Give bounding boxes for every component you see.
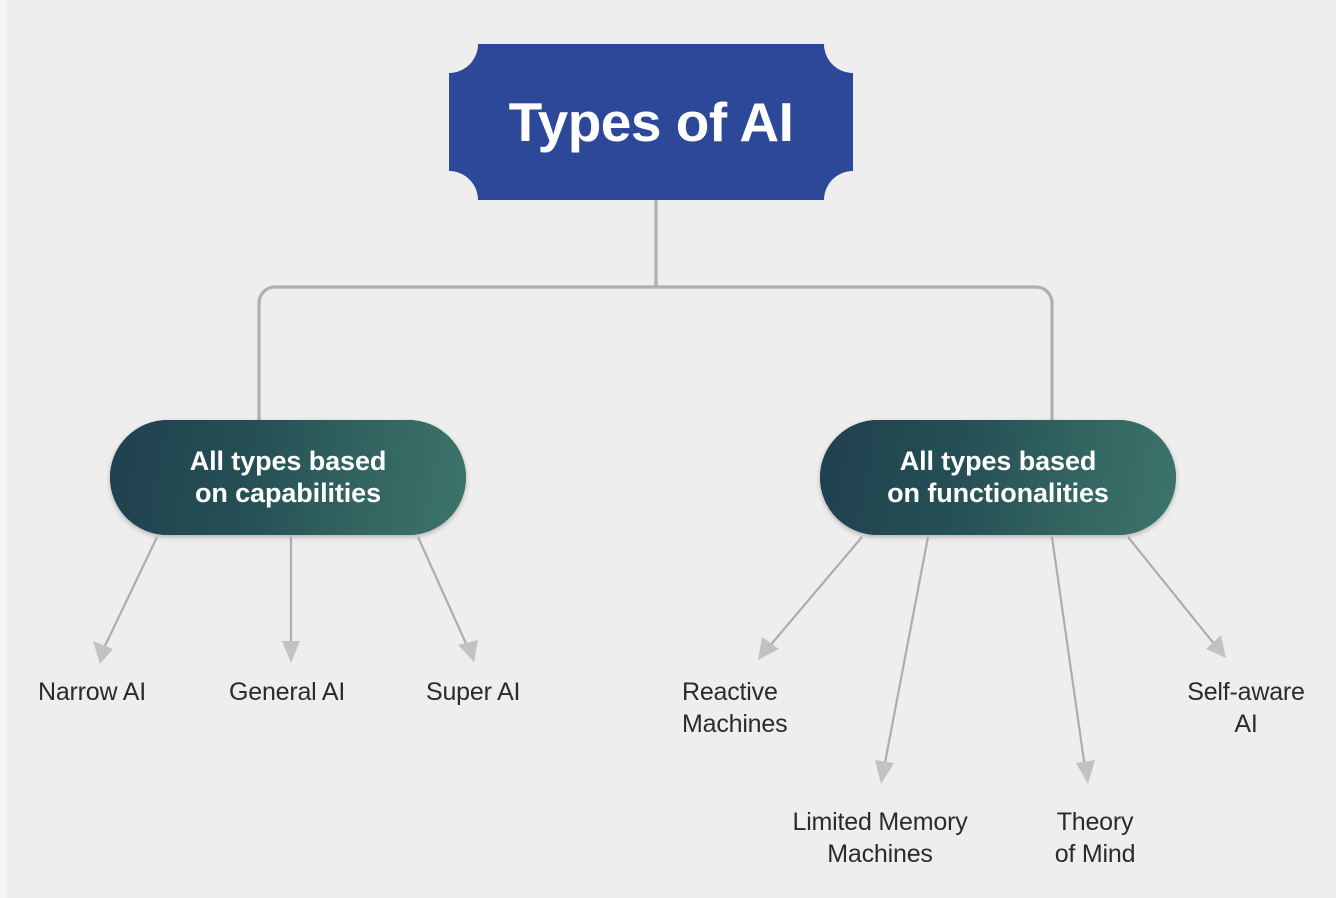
branch-label-line-2: on capabilities <box>194 477 382 508</box>
leaf-node-self-aware-ai[interactable]: Self-aware AI <box>1187 678 1305 738</box>
canvas-left-edge-strip <box>0 0 6 898</box>
arrow-self-aware-ai <box>1127 536 1226 658</box>
arrow-super-ai <box>416 536 478 662</box>
leaf-node-general-ai[interactable]: General AI <box>229 678 346 706</box>
arrow-limited-memory-machines <box>875 536 930 784</box>
title-plaque-shape <box>449 44 853 200</box>
branch-node-capabilities-label: All types based on capabilities <box>190 446 387 510</box>
arrow-general-ai <box>282 537 300 663</box>
arrow-reactive-machines <box>758 536 863 660</box>
branch-label-line-1: All types based <box>899 445 1097 476</box>
leaf-node-super-ai[interactable]: Super AI <box>426 678 521 706</box>
branch-node-functionalities-label: All types based on functionalities <box>887 446 1109 510</box>
branch-label-line-2: on functionalities <box>887 477 1109 508</box>
connector-bus-left <box>257 285 656 424</box>
branch-node-functionalities[interactable]: All types based on functionalities <box>820 420 1176 535</box>
root-node-types-of-ai[interactable]: Types of AI <box>449 44 853 200</box>
root-node-label: Types of AI <box>508 90 794 153</box>
arrow-narrow-ai <box>93 536 158 664</box>
arrow-theory-of-mind <box>1050 536 1095 784</box>
leaf-node-narrow-ai[interactable]: Narrow AI <box>38 678 146 706</box>
connector-bus-right <box>656 285 1054 424</box>
branch-node-capabilities[interactable]: All types based on capabilities <box>110 420 466 535</box>
branch-label-line-1: All types based <box>189 445 387 476</box>
leaf-node-reactive-machines[interactable]: Reactive Machines <box>682 678 788 738</box>
leaf-node-theory-of-mind[interactable]: Theory of Mind <box>1054 808 1136 868</box>
leaf-node-limited-memory-machines[interactable]: Limited Memory Machines <box>792 808 968 868</box>
